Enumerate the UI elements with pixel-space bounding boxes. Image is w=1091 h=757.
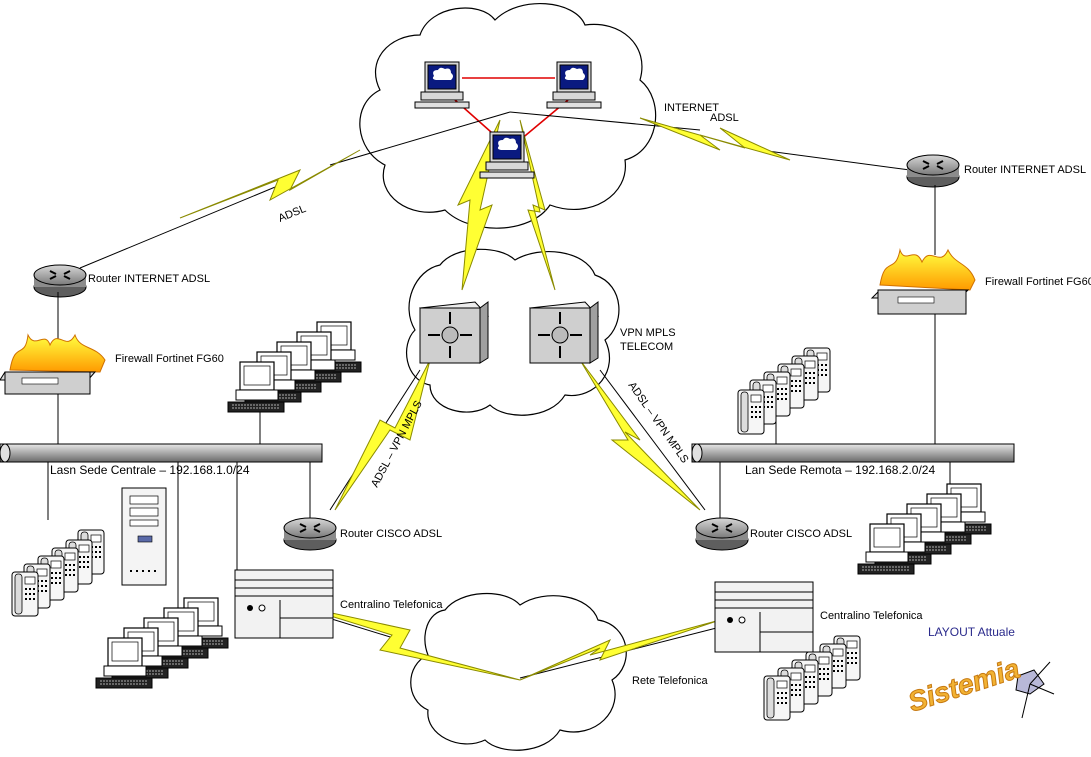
label-pbx-left: Centralino Telefonica — [340, 599, 443, 611]
computers-remote-icon — [857, 483, 992, 575]
label-firewall-right: Firewall Fortinet FG60 — [985, 276, 1091, 288]
computers-central-bottom-icon — [95, 597, 229, 689]
label-lan-remote: Lan Sede Remota – 192.168.2.0/24 — [745, 463, 935, 477]
sistemia-logo: Sistemia — [904, 653, 1023, 718]
phone-cloud — [410, 593, 627, 751]
pbx-left-icon — [234, 569, 334, 639]
server-tower-icon — [121, 487, 167, 586]
label-router-internet-left: Router INTERNET ADSL — [88, 273, 210, 285]
router-internet-left-icon — [33, 264, 87, 298]
label-adsl-internet: ADSL — [710, 112, 739, 124]
pbx-right-icon — [714, 581, 814, 653]
mpls-switch-left-icon — [418, 301, 490, 364]
label-vpn-line2: TELECOM — [620, 341, 673, 353]
firewall-left-icon — [0, 333, 106, 395]
label-vpn-line1: VPN MPLS — [620, 327, 676, 339]
phones-remote-top-icon — [737, 347, 831, 435]
satellite-icon — [1015, 661, 1055, 719]
label-lan-central: Lasn Sede Centrale – 192.168.1.0/24 — [50, 463, 250, 477]
label-phone-network: Rete Telefonica — [632, 675, 709, 687]
phones-central-icon — [11, 529, 105, 617]
label-internet: INTERNET — [664, 102, 719, 114]
lan-central-bar — [0, 443, 323, 463]
label-layout-title: LAYOUT Attuale — [928, 625, 1015, 639]
label-pbx-right: Centralino Telefonica — [820, 610, 923, 622]
internet-cloud — [359, 2, 657, 229]
lan-remote-bar — [691, 443, 1015, 463]
firewall-right-icon — [870, 248, 976, 315]
label-firewall-left: Firewall Fortinet FG60 — [115, 353, 224, 365]
label-router-cisco-left: Router CISCO ADSL — [340, 528, 442, 540]
router-cisco-right-icon — [695, 517, 749, 551]
label-router-internet-right: Router INTERNET ADSL — [964, 164, 1086, 176]
router-cisco-left-icon — [283, 517, 337, 551]
label-adsl-left: ADSL — [277, 203, 308, 225]
mpls-switch-right-icon — [528, 301, 600, 364]
computers-central-top-icon — [227, 321, 362, 413]
label-router-cisco-right: Router CISCO ADSL — [750, 528, 852, 540]
router-internet-right-icon — [906, 154, 960, 188]
